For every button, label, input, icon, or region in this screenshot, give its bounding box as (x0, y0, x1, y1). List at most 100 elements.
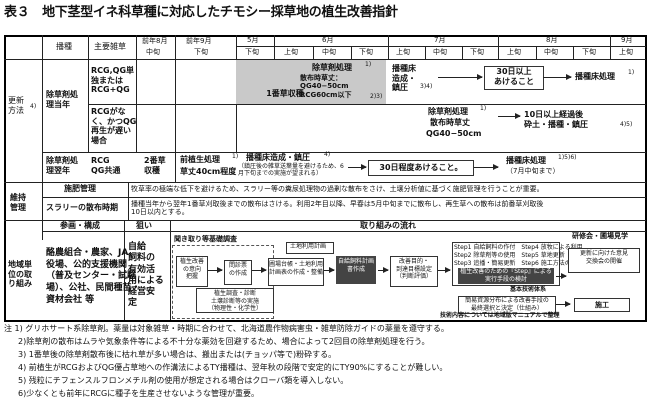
period-9: 下旬 (582, 48, 596, 56)
table-top-border (4, 35, 647, 37)
aim-text: 自給 飼料の 有効活 用による 経営安 定 (128, 242, 164, 309)
arrow-to-wait (438, 74, 483, 80)
arrow-next-treat (474, 164, 499, 170)
ten-days-note: 4)5) (620, 121, 633, 128)
tech-note: 技術内容については地域版マニュアルで整理 (440, 312, 560, 319)
second-cut: 2番草 収穫 (144, 156, 166, 175)
treat-d-h2: QG40−50cm (426, 129, 482, 138)
box-survey-sheet: 問診票 の作成 (224, 260, 252, 285)
next-treat: 前植生処理 (180, 155, 220, 164)
box-intent: 植生改善 の意向 把握 (176, 256, 208, 287)
treat-a-label: 除草剤処理 (312, 63, 352, 72)
month-jul: 7月 (434, 36, 446, 44)
period-10: 上旬 (619, 48, 633, 56)
box-feed-plan: 自給飼料計画 書作成 (336, 256, 376, 284)
treat-a-note: 1) (365, 61, 372, 68)
flow-header: 取り組みの流れ (360, 221, 416, 230)
period-6: 下旬 (470, 48, 484, 56)
wait-30-box: 30日以上 あけること (484, 66, 544, 90)
fert-text: 牧草率の極端な低下を避けるため、スラリー等の糞尿処理物の過剰な散布をさけ、土壌分… (131, 185, 544, 193)
box-field-register: 圃場台帳・土地利用 計画表の作成・整備 (268, 258, 324, 286)
header-sep-top: 前年9月 (186, 37, 212, 45)
slurry-text: 播種当年から翌年1番草刈取後までの散布はさける。利用2年目以降、早春は5月中旬ま… (131, 200, 544, 217)
flow-survey: 聞き取り等基礎調査 (174, 235, 237, 243)
method-label: 基本技術体系 (509, 286, 546, 293)
soil-plan-frame (286, 242, 334, 254)
next-wait-box: 30日程度あけること。 (368, 160, 474, 176)
slurry-label: スラリーの散布時期 (46, 203, 118, 212)
note-3: 3) 1番草後の除草剤散布後に枯れ草が多い場合は、搬出または(チョッパ等で)粉砕… (18, 350, 337, 359)
sowing-note: 3)4) (420, 83, 433, 90)
note-4: 4) 前植生がRCGおよびQG優占草地への作溝法によるTY播種は、翌年秋の段階で… (18, 363, 448, 372)
aim-header: 狙い (136, 221, 152, 230)
treat-d-h: 散布時草丈 (430, 118, 470, 127)
next-prep-note: 4) (324, 151, 331, 158)
next-prep: 播種床造成・鎮圧 (246, 153, 310, 162)
month-may: 5月 (247, 36, 259, 44)
note-6: 6)少なくとも前年にRCGに種子を生産させないような管理が重要。 (18, 389, 259, 398)
ten-days-text: 10日以上経過後 砕土・播種・鎮圧 (524, 110, 588, 129)
maintenance-label: 維持 管理 (10, 193, 26, 212)
arrow-next-wait (348, 164, 367, 170)
header-aug-bot: 中旬 (146, 48, 160, 56)
month-sep: 9月 (621, 36, 633, 44)
month-jun: 6月 (322, 36, 334, 44)
fert-label: 施肥管理 (64, 184, 96, 193)
treat-b-detail: 散布時草丈： QG40−50cm RCG60cm以下 (300, 74, 352, 99)
note-1: 注 1) グリホサート系除草剤。薬量は対象雑草・時期に合わせて、北海道農作物病害… (4, 324, 449, 333)
next-prep-detail: （鎮圧後の雑草送葉量を避けるため、6 月下旬までの実施が望まれる） (238, 163, 344, 178)
weeds-no-rcg: RCGがな く、かつQG 再生が遅い 場合 (91, 107, 137, 145)
note-5: 5) 残粒にチフェンスルフロンメチル剤の使用が想定される場合はクローバ類を導入し… (18, 376, 349, 385)
period-3: 下旬 (359, 48, 373, 56)
arrow-to-sowing (543, 74, 572, 80)
arrow-ten-days (498, 113, 521, 119)
next-year-label: 除草剤処 理翌年 (46, 156, 78, 175)
page-title: 表３ 地下茎型イネ科草種に対応したチモシー採草地の植生改善指針 (4, 5, 398, 20)
regional-label: 地域単 位の取 り組み (8, 260, 32, 289)
table-bottom-border (4, 320, 647, 322)
sowing-treat: 播種床処理 (575, 72, 615, 81)
period-1: 上旬 (284, 48, 298, 56)
update-note: 4) (30, 103, 37, 110)
period-5: 中旬 (433, 48, 447, 56)
next-treat-note: 1) (232, 153, 239, 160)
period-4: 上旬 (396, 48, 410, 56)
next-sowing-note: 1)5)6) (558, 154, 577, 161)
next-sowing-detail: （7月中旬まで） (506, 167, 560, 175)
weeds-common: RCG QG共通 (91, 156, 121, 175)
current-year-label: 除草剤処 理当年 (46, 90, 78, 109)
header-bottom-line (4, 59, 646, 60)
note-2: 2)除草剤の散布はムラや気象条件等による不十分な薬効を回避するため、場合によって… (18, 337, 430, 346)
header-stage: 播種 (56, 42, 72, 51)
next-treat-h: 草丈40cm程度 (180, 167, 237, 176)
next-sowing-treat: 播種床処理 (506, 156, 546, 165)
period-0: 下旬 (245, 48, 259, 56)
period-7: 上旬 (507, 48, 521, 56)
box-final-select: 簡易資源分布による改善手段の 最終選択と決定（仕組み） (458, 296, 556, 314)
box-step-review: 植生改善のための『Step』による 実行手段の検討 (458, 268, 554, 284)
flow-study: 研修会・圃場見学 (572, 232, 628, 240)
table-left-border (4, 35, 6, 321)
box-goals: 改善目的・ 到達目標設定 （判断評価） (390, 256, 438, 287)
period-8: 中旬 (544, 48, 558, 56)
box-exchange: 更新に向けた意見 交換会の開催 (568, 248, 640, 273)
period-2: 中旬 (322, 48, 336, 56)
treat-b-note: 2)3) (370, 93, 383, 100)
box-construction: 施工 (574, 298, 630, 312)
box-veg-survey: 植生調査・診断 土壌診断等の実施 （物理性・化学性） (196, 288, 274, 313)
members-header: 参画・構成 (60, 221, 100, 230)
first-cut: 1番草収穫 (266, 89, 304, 98)
month-aug: 8月 (546, 36, 558, 44)
weeds-rcg-qg: RCG,QG単 独または RCG+QG (91, 66, 135, 95)
month-row-line (236, 46, 646, 47)
soil-plan-label: 土地利用計画 (290, 243, 327, 250)
sowing-treat-note: 1) (628, 69, 635, 76)
treat-d-note: 1) (480, 105, 487, 112)
treat-d-label: 除草剤処理 (428, 107, 468, 116)
header-weed: 主要雑草 (94, 42, 126, 51)
table-right-border (645, 35, 647, 321)
header-aug-top: 前年8月 (142, 37, 168, 45)
herbicide-shade (236, 60, 386, 104)
header-sep-bot: 下旬 (194, 48, 208, 56)
sowing-prep: 播種床 造成・ 鎮圧 (392, 64, 416, 93)
